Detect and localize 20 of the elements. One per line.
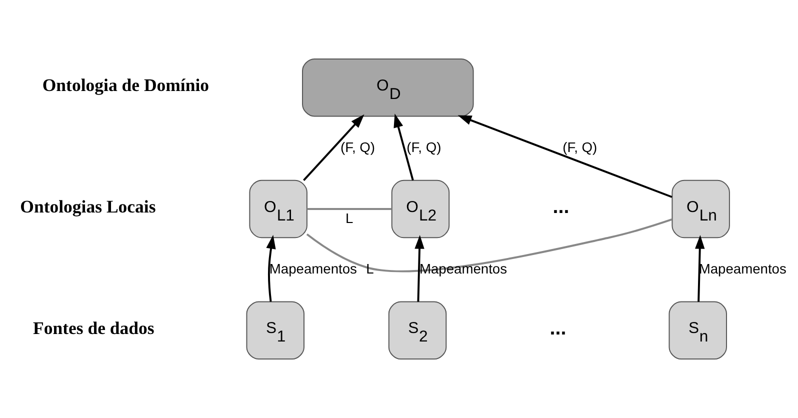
arrow xyxy=(394,114,414,181)
edge-label: Mapeamentos xyxy=(269,260,357,276)
label: Ontologia de Domínio xyxy=(42,74,210,95)
edge-label: (F, Q) xyxy=(562,138,598,155)
edge-label: (F, Q) xyxy=(340,138,376,155)
arrow xyxy=(458,115,672,198)
arrow xyxy=(303,114,364,181)
label: ... xyxy=(552,196,570,218)
edge-label: (F, Q) xyxy=(406,138,442,155)
arrow xyxy=(695,234,705,302)
edge-label: L xyxy=(345,210,354,226)
label: ... xyxy=(550,317,566,340)
label: Ontologias Locais xyxy=(20,196,156,216)
arrow xyxy=(414,234,424,302)
edge-label: L xyxy=(366,260,374,276)
arrow xyxy=(266,234,276,302)
edge-label: Mapeamentos xyxy=(419,260,508,276)
connector xyxy=(306,218,672,272)
label: Fontes de dados xyxy=(33,318,154,338)
connector xyxy=(307,208,392,210)
